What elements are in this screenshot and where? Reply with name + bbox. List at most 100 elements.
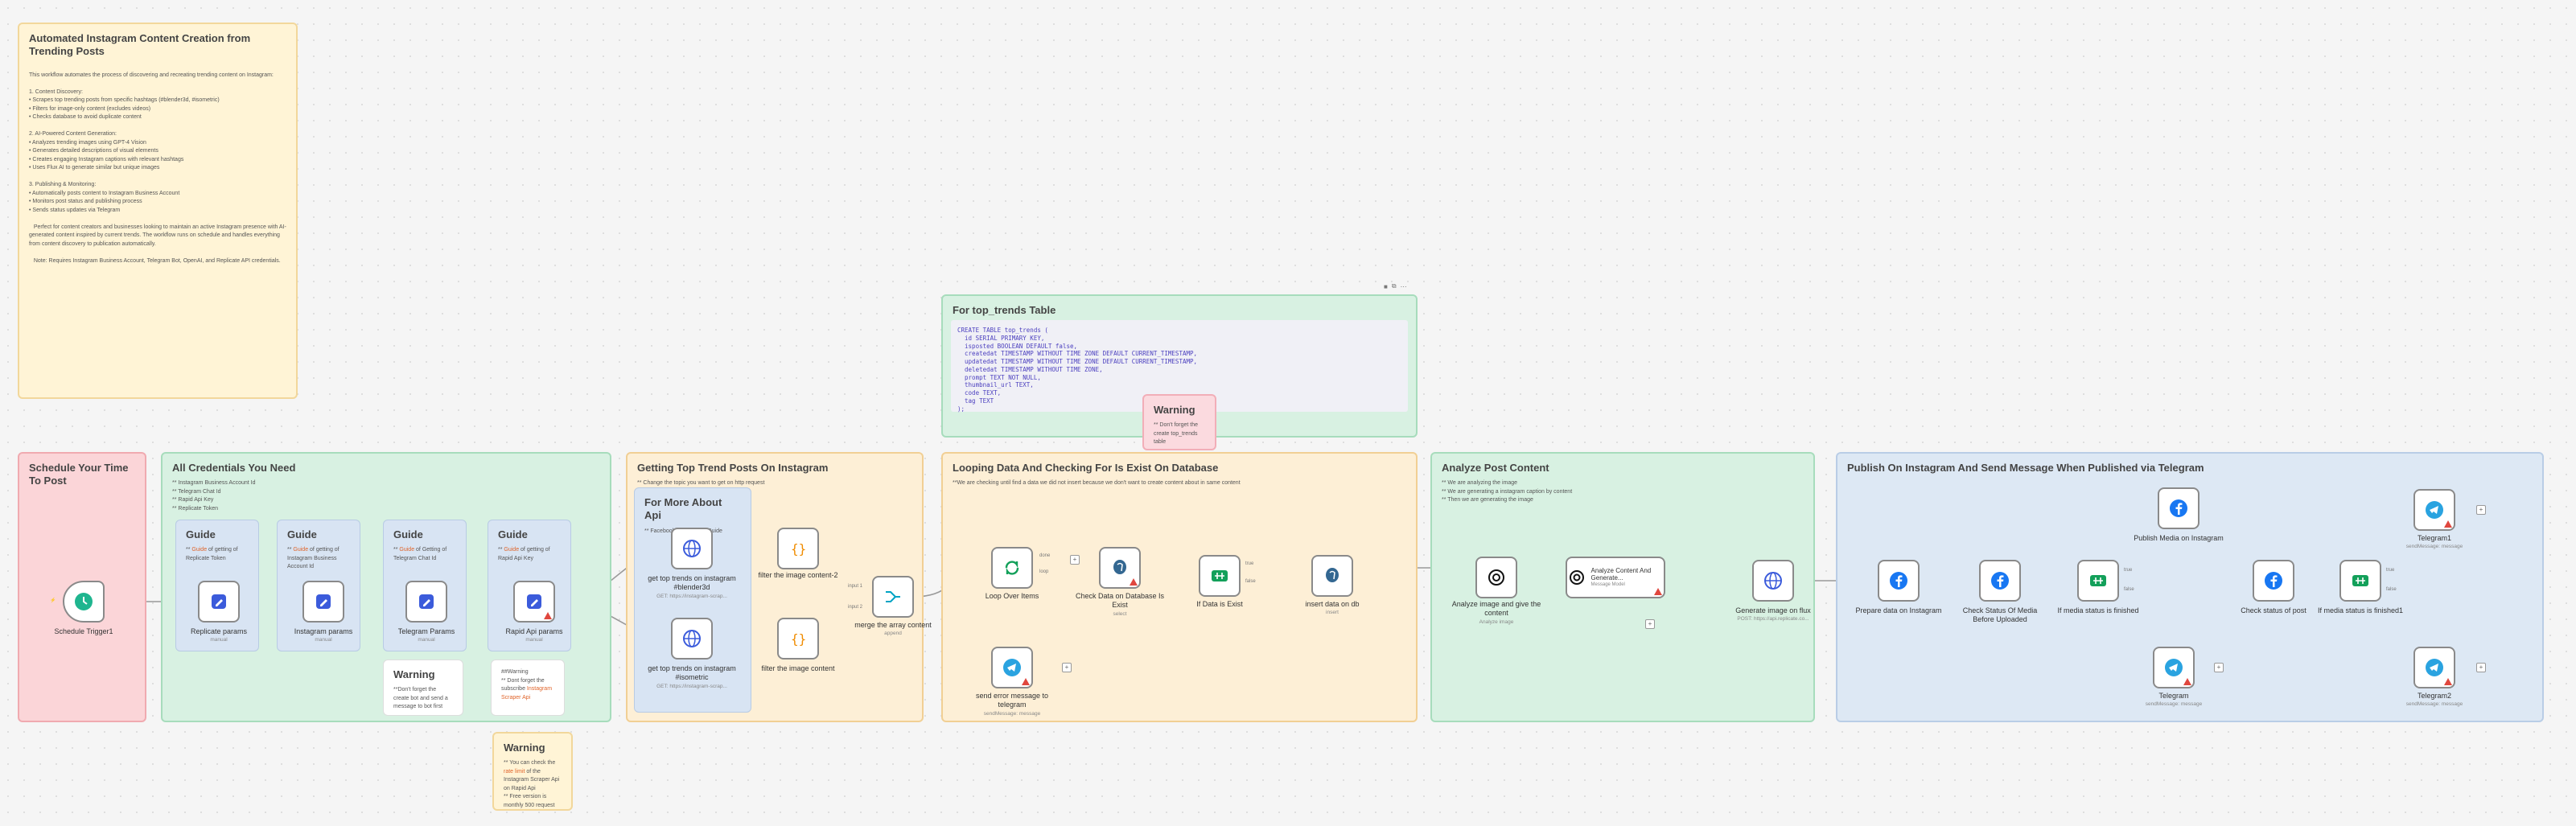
note-title: Guide — [393, 528, 423, 540]
guide-prefix: ** — [498, 547, 504, 553]
note-title: For More About Api — [644, 496, 722, 522]
facebook-icon — [2261, 569, 2286, 593]
note-title: All Credentials You Need — [172, 462, 296, 474]
warning-telegram-note: Warning **Don't forget the create bot an… — [383, 660, 463, 716]
node-label: Replicate params — [190, 627, 248, 635]
copy-icon[interactable]: ⧉ — [1391, 282, 1397, 290]
check-database-node[interactable] — [1099, 547, 1141, 589]
add-node-button[interactable]: + — [1062, 663, 1072, 672]
scraper-link[interactable]: Instagram Scraper Api — [501, 686, 553, 701]
openai-icon — [1484, 565, 1508, 590]
workflow-description-note: Automated Instagram Content Creation fro… — [18, 23, 298, 399]
loop-over-items-node[interactable] — [991, 547, 1033, 589]
add-node-button[interactable]: + — [2476, 663, 2486, 672]
merge-icon — [881, 585, 905, 609]
if-data-exist-node[interactable] — [1199, 555, 1241, 597]
node-label: send error message to telegram — [975, 692, 1049, 709]
guide-link[interactable]: Guide — [293, 547, 309, 553]
warning-icon — [1130, 578, 1138, 586]
trash-icon[interactable]: ■ — [1384, 282, 1388, 290]
add-node-button[interactable]: + — [1070, 555, 1080, 565]
node-sublabel: GET: https://instagram-scrap... — [656, 684, 727, 689]
if-media-finished-node[interactable] — [2077, 560, 2119, 602]
guide-text: of getting of Replicate Token — [186, 547, 240, 561]
note-title: Analyze Post Content — [1442, 462, 1549, 474]
publish-media-node[interactable] — [2158, 487, 2199, 529]
note-title: Warning — [504, 742, 545, 754]
note-title: Looping Data And Checking For Is Exist O… — [953, 462, 1219, 474]
more-api-note: For More About Api ** Facebook Scraper A… — [634, 487, 751, 713]
replicate-params-node[interactable] — [198, 581, 240, 623]
note-title: For top_trends Table — [953, 304, 1056, 316]
warning-icon — [2183, 678, 2191, 685]
node-label: Telegram — [2158, 692, 2189, 700]
openai-icon — [1567, 565, 1586, 590]
guide-prefix: ** — [287, 547, 294, 553]
insert-data-node[interactable] — [1311, 555, 1353, 597]
check-status-before-upload-node[interactable] — [1979, 560, 2021, 602]
guide-link[interactable]: Guide — [191, 547, 208, 553]
node-label: If media status is finished — [2057, 606, 2139, 614]
postgres-icon — [1320, 564, 1344, 588]
http-isometric-node[interactable] — [671, 618, 713, 660]
globe-icon — [680, 627, 704, 651]
filter-image-2-node[interactable]: {} — [777, 528, 819, 569]
generate-flux-node[interactable] — [1752, 560, 1794, 602]
analyze-generate-caption-node[interactable]: Analyze Content And Generate... Message … — [1566, 557, 1665, 598]
telegram-icon — [2162, 655, 2186, 680]
more-icon[interactable]: ⋯ — [1400, 282, 1407, 290]
done-label: done — [1039, 553, 1051, 558]
http-blender-node[interactable] — [671, 528, 713, 569]
instagram-params-node[interactable] — [302, 581, 344, 623]
guide-link[interactable]: Guide — [399, 547, 415, 553]
note-title: Automated Instagram Content Creation fro… — [29, 32, 251, 58]
node-sublabel: manual — [210, 637, 228, 643]
telegram2-node[interactable] — [2413, 647, 2455, 688]
rate-limit-link[interactable]: rate limit — [504, 768, 525, 775]
rapid-api-params-node[interactable] — [513, 581, 555, 623]
svg-text:{}: {} — [791, 541, 806, 557]
pencil-icon — [522, 590, 546, 614]
node-label: Instagram params — [294, 627, 353, 635]
note-title: Guide — [287, 528, 317, 540]
note-body: **Don't forget the create bot and send a… — [393, 687, 450, 710]
add-node-button[interactable]: + — [2214, 663, 2224, 672]
node-label: get top trends on instagram #blender3d — [648, 574, 736, 592]
code-braces-icon: {} — [786, 627, 810, 651]
node-label: Publish Media on Instagram — [2134, 534, 2224, 542]
note-body: ** Don't forget the create top_trends ta… — [1154, 422, 1200, 446]
clock-icon — [72, 590, 96, 614]
merge-node[interactable] — [872, 576, 914, 618]
facebook-icon — [1988, 569, 2012, 593]
prepare-instagram-node[interactable] — [1878, 560, 1920, 602]
add-node-button[interactable]: + — [2476, 505, 2486, 515]
schedule-trigger-node[interactable] — [63, 581, 105, 623]
branch-icon — [2086, 569, 2110, 593]
send-error-telegram-node[interactable] — [991, 647, 1033, 688]
telegram-icon — [2422, 655, 2446, 680]
note-body: ** You can check the — [504, 760, 558, 766]
guide-link[interactable]: Guide — [504, 547, 520, 553]
if-media-finished1-node[interactable] — [2339, 560, 2381, 602]
node-sublabel: POST: https://api.replicate.co... — [1737, 616, 1809, 622]
telegram-icon — [2422, 498, 2446, 522]
add-model-button[interactable]: + — [1645, 619, 1655, 629]
note-body: This workflow automates the process of d… — [29, 72, 286, 264]
telegram-node[interactable] — [2153, 647, 2195, 688]
filter-image-node[interactable]: {} — [777, 618, 819, 660]
analyze-image-node[interactable] — [1475, 557, 1517, 598]
telegram1-node[interactable] — [2413, 489, 2455, 531]
note-title: Publish On Instagram And Send Message Wh… — [1847, 462, 2204, 474]
trigger-bolt-icon: ⚡ — [50, 598, 56, 603]
note-title: Warning — [393, 668, 435, 680]
note-toolbar: ■ ⧉ ⋯ — [1384, 281, 1419, 291]
node-label: Loop Over Items — [985, 592, 1039, 600]
node-sublabel: GET: https://instagram-scrap... — [656, 594, 727, 599]
node-sublabel: manual — [418, 637, 435, 643]
note-title: Getting Top Trend Posts On Instagram — [637, 462, 829, 474]
telegram-params-node[interactable] — [405, 581, 447, 623]
guide-text: of Getting of Telegram Chat Id — [393, 547, 449, 561]
check-status-post-node[interactable] — [2253, 560, 2294, 602]
node-label: Schedule Trigger1 — [54, 627, 113, 635]
true-label: true — [2386, 568, 2395, 573]
